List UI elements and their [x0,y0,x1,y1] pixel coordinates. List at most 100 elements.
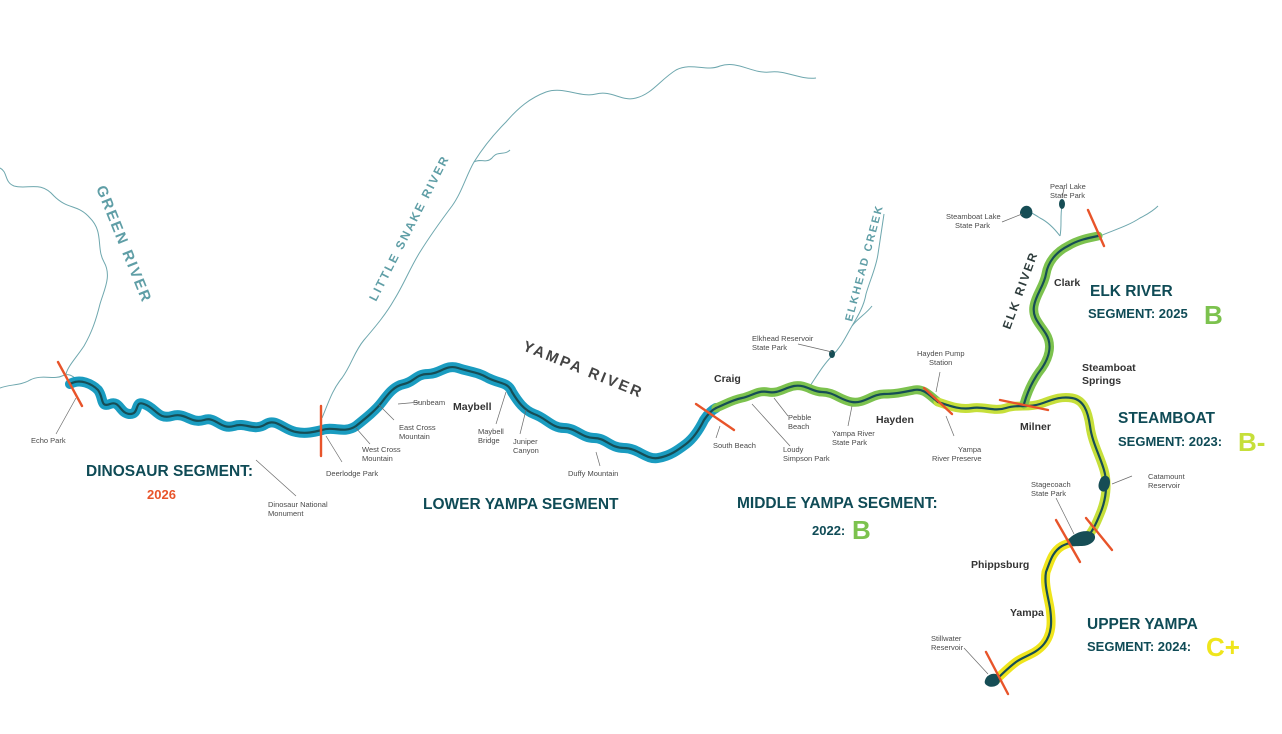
stagecoach-boundary [1054,518,1082,564]
little-snake-river-line [321,64,817,419]
segment-labels: DINOSAUR SEGMENT: 2026 LOWER YAMPA SEGME… [86,283,1265,662]
dinosaur-segment-title: DINOSAUR SEGMENT: [86,463,253,480]
steamboat-springs-label-2: Springs [1082,375,1121,387]
deerlodge-park-label: Deerlodge Park [326,469,378,478]
steamboat-lake-state-park-label-2: State Park [955,221,990,230]
yampa-river-state-park-label-2: State Park [832,438,867,447]
catamount-boundary [1084,516,1114,552]
maybell-bridge-label-2: Bridge [478,436,500,445]
elk-river-segment-title-2: SEGMENT: 2025 [1088,306,1188,321]
sunbeam-label: Sunbeam [413,398,445,407]
elk-upper-c [1099,205,1159,237]
loudy-simpson-park-label-1: Loudy [783,445,804,454]
south-beach-label: South Beach [713,441,756,450]
pearl-lake-shape [1059,199,1065,209]
echo-park-label: Echo Park [31,436,66,445]
lower-yampa-segment-core [320,366,718,460]
elkhead-reservoir-label-1: Elkhead Reservoir [752,334,814,343]
river-names: GREEN RIVER LITTLE SNAKE RIVER ELKHEAD C… [92,153,1041,402]
elk-river-segment-core [1022,234,1100,406]
middle-yampa-segment-core [714,384,940,410]
yampa-river-preserve-label-1: Yampa [958,445,982,454]
duffy-mountain-label: Duffy Mountain [568,469,618,478]
pearl-lake-state-park-label-1: Pearl Lake [1050,182,1086,191]
catamount-reservoir-shape [1098,475,1110,492]
middle-yampa-segment-year: 2022: [812,523,845,538]
little-snake-branch-line [473,149,511,163]
elkhead-creek-label: ELKHEAD CREEK [843,203,886,323]
loudy-simpson-park-label-2: Simpson Park [783,454,830,463]
upper-yampa-segment-title-1: UPPER YAMPA [1087,616,1198,633]
stillwater-reservoir-label-1: Stillwater [931,634,962,643]
steamboat-lake-state-park-label-1: Steamboat Lake [946,212,1001,221]
dinosaur-national-monument-label-2: Monument [268,509,304,518]
stillwater-reservoir-label-2: Reservoir [931,643,964,652]
place-labels: Echo Park Deerlodge Park Dinosaur Nation… [31,182,1186,652]
stillwater-reservoir-shape [984,673,1000,687]
green-river-label: GREEN RIVER [92,183,155,306]
upper-yampa-segment-title-2: SEGMENT: 2024: [1087,639,1191,654]
elk-river-segment-title-1: ELK RIVER [1090,283,1173,300]
river-core [68,234,1108,682]
middle-yampa-grade: B [852,515,871,545]
east-cross-mountain-label-1: East Cross [399,423,436,432]
dinosaur-segment-halo [65,376,327,438]
hayden-label: Hayden [876,414,914,426]
dinosaur-segment-year: 2026 [147,487,176,502]
stagecoach-state-park-label-1: Stagecoach [1031,480,1071,489]
middle-yampa-segment-title: MIDDLE YAMPA SEGMENT: [737,495,938,512]
steamboat-segment-title-1: STEAMBOAT [1118,410,1216,427]
elk-river-grade: B [1204,300,1223,330]
juniper-canyon-label-1: Juniper [513,437,538,446]
stagecoach-reservoir-shape [1067,531,1096,547]
pebble-beach-label-2: Beach [788,422,809,431]
west-cross-mountain-label-1: West Cross [362,445,401,454]
steamboat-lake-shape [1020,205,1033,219]
craig-label: Craig [714,373,741,385]
pearl-lake-state-park-label-2: State Park [1050,191,1085,200]
steamboat-grade: B- [1238,427,1265,457]
segment-boundaries [56,208,1114,696]
milner-label: Milner [1020,421,1051,433]
dinosaur-segment-core [68,380,324,434]
elk-upper-b [1059,205,1063,237]
tributaries [0,64,1159,419]
leader-lines [55,187,1133,675]
upper-yampa-segment-core [994,534,1090,682]
elkhead-creek-line [809,213,885,387]
steamboat-springs-label-1: Steamboat [1082,362,1136,374]
yampa-river-label: YAMPA RIVER [521,338,647,402]
lower-yampa-segment-title: LOWER YAMPA SEGMENT [423,496,619,513]
green-river-line [0,167,108,375]
steamboat-segment-halo [933,393,1111,541]
dinosaur-national-monument-label-1: Dinosaur National [268,500,328,509]
juniper-canyon-label-2: Canyon [513,446,539,455]
little-snake-river-label: LITTLE SNAKE RIVER [366,153,452,304]
steamboat-segment-core [936,396,1108,538]
elkhead-branch-line [851,305,873,327]
yampa-town-label: Yampa [1010,607,1044,619]
hayden-pump-station-label-2: Station [929,358,952,367]
west-cross-mountain-label-2: Mountain [362,454,393,463]
steamboat-segment-title-2: SEGMENT: 2023: [1118,434,1222,449]
yampa-river-state-park-label-1: Yampa River [832,429,875,438]
hayden-pump-station-label-1: Hayden Pump [917,349,965,358]
hayden-pump-boundary [922,386,954,416]
green-river-west-line [0,374,79,389]
stillwater-boundary [984,650,1010,696]
east-cross-mountain-label-2: Mountain [399,432,430,441]
clark-label: Clark [1054,277,1080,289]
upper-yampa-grade: C+ [1206,632,1240,662]
elkhead-reservoir-label-2: State Park [752,343,787,352]
milner-boundary [998,398,1050,412]
south-beach-boundary [694,402,736,432]
pebble-beach-label-1: Pebble [788,413,811,422]
maybell-label: Maybell [453,401,492,413]
phippsburg-label: Phippsburg [971,559,1029,571]
reservoirs [829,199,1110,687]
echo-park-boundary [56,360,84,408]
elk-upper-boundary [1086,208,1106,248]
catamount-reservoir-label-1: Catamount [1148,472,1186,481]
yampa-river-preserve-label-2: River Preserve [932,454,982,463]
